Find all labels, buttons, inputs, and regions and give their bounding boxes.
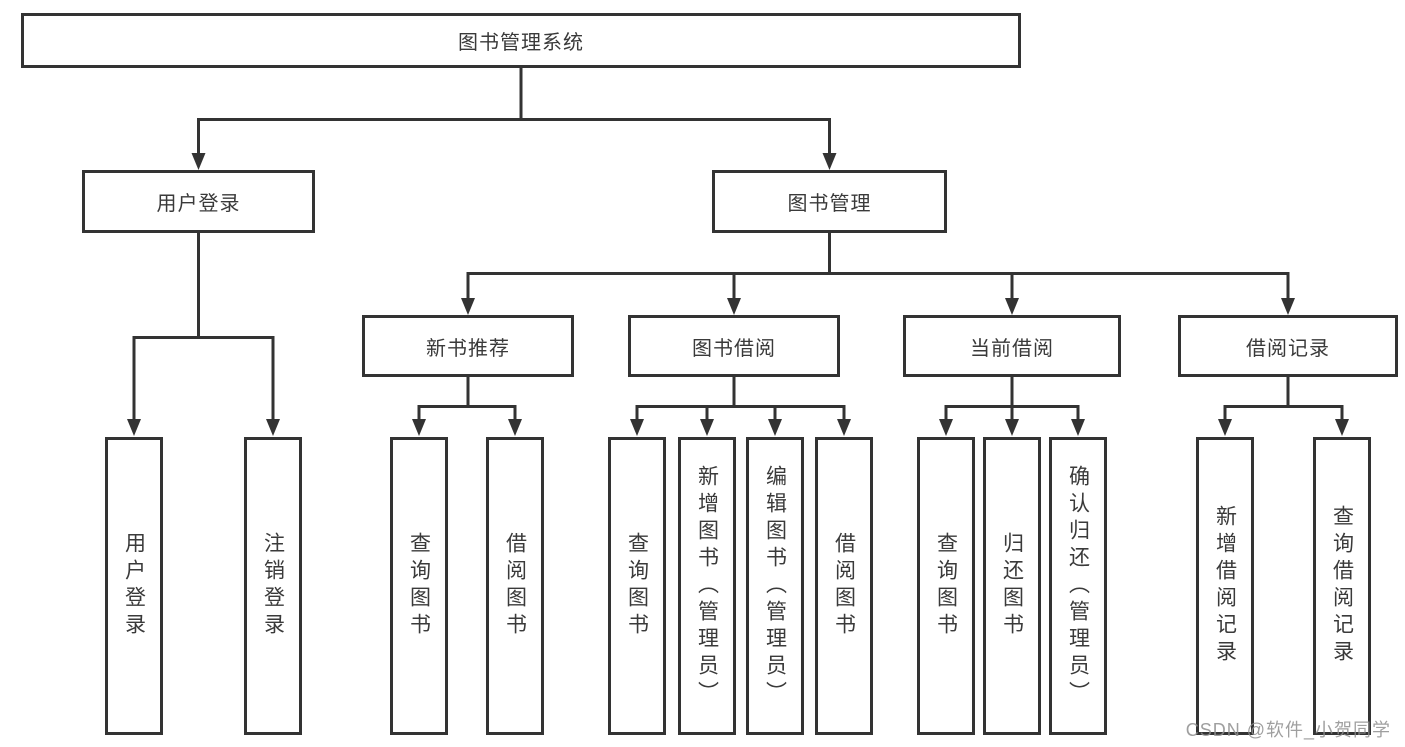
leaf-borrow-books-recommend: 借阅图书 <box>486 437 544 735</box>
leaf-edit-book-admin: 编辑图书（管理员） <box>746 437 804 735</box>
leaf-query-books-borrow: 查询图书 <box>608 437 666 735</box>
arrowheads <box>127 153 1349 436</box>
leaf-query-books-recommend: 查询图书 <box>390 437 448 735</box>
node-user-login: 用户登录 <box>82 170 315 233</box>
leaf-query-borrow-record: 查询借阅记录 <box>1313 437 1371 735</box>
leaf-user-login: 用户登录 <box>105 437 163 735</box>
node-book-borrow: 图书借阅 <box>628 315 840 377</box>
node-new-book-recommend: 新书推荐 <box>362 315 574 377</box>
leaf-query-books-current: 查询图书 <box>917 437 975 735</box>
leaf-confirm-return-admin: 确认归还（管理员） <box>1049 437 1107 735</box>
node-book-management: 图书管理 <box>712 170 947 233</box>
watermark-text: CSDN @软件_小贺同学 <box>1185 720 1391 740</box>
leaf-add-book-admin: 新增图书（管理员） <box>678 437 736 735</box>
node-library-system: 图书管理系统 <box>21 13 1021 68</box>
leaf-borrow-books-borrow: 借阅图书 <box>815 437 873 735</box>
node-current-borrow: 当前借阅 <box>903 315 1121 377</box>
leaf-add-borrow-record: 新增借阅记录 <box>1196 437 1254 735</box>
leaf-return-book: 归还图书 <box>983 437 1041 735</box>
leaf-logout: 注销登录 <box>244 437 302 735</box>
node-borrow-records: 借阅记录 <box>1178 315 1398 377</box>
